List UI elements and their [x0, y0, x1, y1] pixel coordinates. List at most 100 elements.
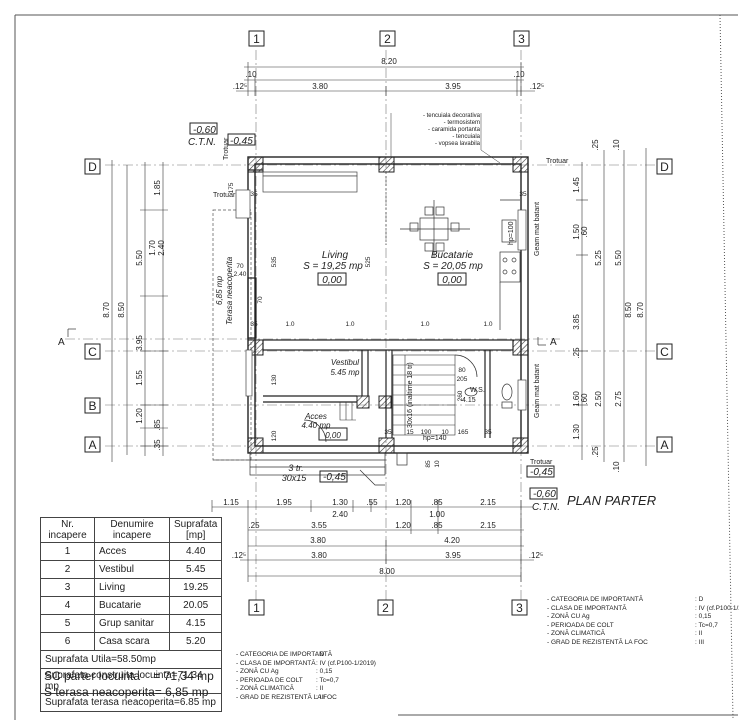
table-row: 2 Vestibul 5.45: [40, 560, 223, 579]
note-value: : 0,15: [695, 613, 712, 621]
table-header-row: Nr. incapere Denumire incapere Suprafata…: [40, 517, 223, 543]
idim-7: 130: [271, 374, 278, 385]
axis-label-top-1: 1: [253, 32, 260, 46]
steps-count: 3 tr.: [288, 463, 303, 473]
idim-2: 535: [271, 256, 278, 267]
table-cell-nr: 6: [40, 632, 95, 651]
table-cell-name: Vestibul: [94, 560, 170, 579]
idim-8: 120: [271, 430, 278, 441]
table-cell-area: 4.40: [168, 542, 223, 561]
dim-bottom-r1-4: 1.20: [395, 498, 411, 507]
summary-terrace-area: Suprafata terasa neacoperita=6.85 mp: [39, 693, 223, 712]
room-kitchen-area: S = 20,05 mp: [423, 261, 483, 272]
bottom-dimensions: [211, 500, 534, 582]
note-value: : III: [316, 693, 326, 701]
room-living-name: Living: [322, 250, 349, 261]
note-label: - CLASA DE IMPORTANTĂ: [547, 604, 627, 612]
note-label: - PERIOADA DE COLT: [236, 676, 303, 684]
note-value: : II: [316, 685, 324, 693]
note-value: : D: [316, 651, 325, 658]
terrace-label: Terasa neacoperita: [225, 256, 234, 325]
table-cell-area: 4.15: [168, 614, 223, 633]
trotuar-right-level: -0,45: [530, 467, 553, 478]
idim-23: 1.0: [345, 321, 354, 328]
note-value: : IV (cf.P100-1/2019): [695, 604, 739, 612]
interior-walls: [247, 169, 514, 438]
table-header-denumire: Denumire incapere: [94, 517, 170, 543]
dim-right-3: 1.50: [572, 224, 581, 240]
dim-right-13: .25: [591, 446, 600, 458]
table-cell-nr: 2: [40, 560, 95, 579]
dim-bottom-r4-0: .12⁵: [232, 551, 246, 560]
table-row: 5 Grup sanitar 4.15: [40, 614, 223, 633]
axis-bubbles: [84, 30, 673, 616]
room-living-level: 0,00: [322, 275, 342, 286]
axis-label-bottom-2: 2: [382, 601, 389, 615]
dim-right-1: .10: [612, 139, 621, 151]
table-summary-row: Suprafata Utila=58.50mp: [39, 650, 223, 669]
hp140-label: hp=140: [423, 435, 447, 442]
note-value: : Tc=0,7: [695, 621, 718, 629]
dim-top-row-1: 3.80: [312, 82, 328, 91]
wc-num: 4.15: [462, 397, 476, 404]
table-row: 3 Living 19.25: [40, 578, 223, 597]
table-cell-nr: 1: [40, 542, 95, 561]
dim-left-inner-6: 1.20: [135, 408, 144, 424]
section-label-left: A: [58, 337, 65, 348]
table-cell-name: Grup sanitar: [94, 614, 170, 633]
table-row: 6 Casa scara 5.20: [40, 632, 223, 651]
exterior-walls: [247, 156, 529, 454]
dim-left-inner-0: 1.85: [153, 180, 162, 196]
right-dimensions: [576, 148, 647, 466]
dim-bottom-r4-3: .12⁵: [529, 551, 543, 560]
note-value: : III: [695, 638, 705, 646]
axis-label-left-a: A: [88, 438, 96, 452]
idim-4: 70: [236, 263, 244, 270]
windows: [235, 171, 527, 411]
table-row: 1 Acces 4.40: [40, 542, 223, 561]
entrance-steps: [249, 452, 408, 486]
room-vestibul-area: 5.45 mp: [331, 368, 360, 377]
note-value: : II: [695, 630, 703, 638]
table-row: 4 Bucatarie 20.05: [40, 596, 223, 615]
idim-6: 70: [257, 296, 264, 304]
note-label: - CATEGORIA DE IMPORTANTĂ: [236, 651, 333, 658]
axis-label-bottom-3: 3: [516, 601, 523, 615]
note-value: : 0,15: [316, 668, 333, 676]
room-vestibul-name: Vestibul: [331, 358, 359, 367]
dim-bottom-r3-0: 3.80: [310, 536, 326, 545]
table-header-nr: Nr. incapere: [40, 517, 95, 543]
note-label: - ZONĂ CLIMATICĂ: [547, 630, 606, 638]
dim-right-9: .60: [580, 393, 589, 405]
dim-bottom-r1-5: .85: [431, 498, 443, 507]
dim-bottom-r1-6: 2.15: [480, 498, 496, 507]
trotuar-label-right-bottom: Trotuar: [530, 459, 553, 466]
total-built-area: SC parter locuinta = 71,34 mp: [44, 669, 214, 683]
axis-label-top-3: 3: [518, 32, 525, 46]
room-acces-area: 4.40 mp: [302, 421, 331, 430]
dim-left-inner-2: 2.40: [157, 240, 166, 256]
table-cell-nr: 5: [40, 614, 95, 633]
dim-right-12: 1.30: [572, 424, 581, 440]
room-living-area: S = 19,25 mp: [303, 261, 363, 272]
table-cell-name: Living: [94, 578, 170, 597]
ws-label: W.S.: [470, 387, 485, 394]
wall-layer-3: - tencuiala: [452, 134, 480, 140]
idim-21: 10: [434, 460, 441, 468]
dim-bottom-r1-3: .55: [366, 498, 378, 507]
dim-right-5: 5.25: [594, 250, 603, 266]
table-cell-name: Casa scara: [94, 632, 170, 651]
dim-right-outer-2: 8.70: [636, 302, 645, 318]
table-cell-nr: 4: [40, 596, 95, 615]
dim-top-b: .10: [513, 70, 525, 79]
idim-15: 35: [484, 429, 492, 436]
wall-layer-leader: [390, 113, 501, 164]
kitchen-counter: [499, 199, 521, 330]
corner-columns: [247, 156, 529, 454]
idim-22: 1.0: [285, 321, 294, 328]
dim-right-8: 1.60: [572, 391, 581, 407]
geam-mat-2: Geam mat batant: [534, 364, 541, 418]
dim-left-inner-1: 1.70: [148, 240, 157, 256]
note-label: - CATEGORIA DE IMPORTANTĂ: [547, 596, 644, 603]
